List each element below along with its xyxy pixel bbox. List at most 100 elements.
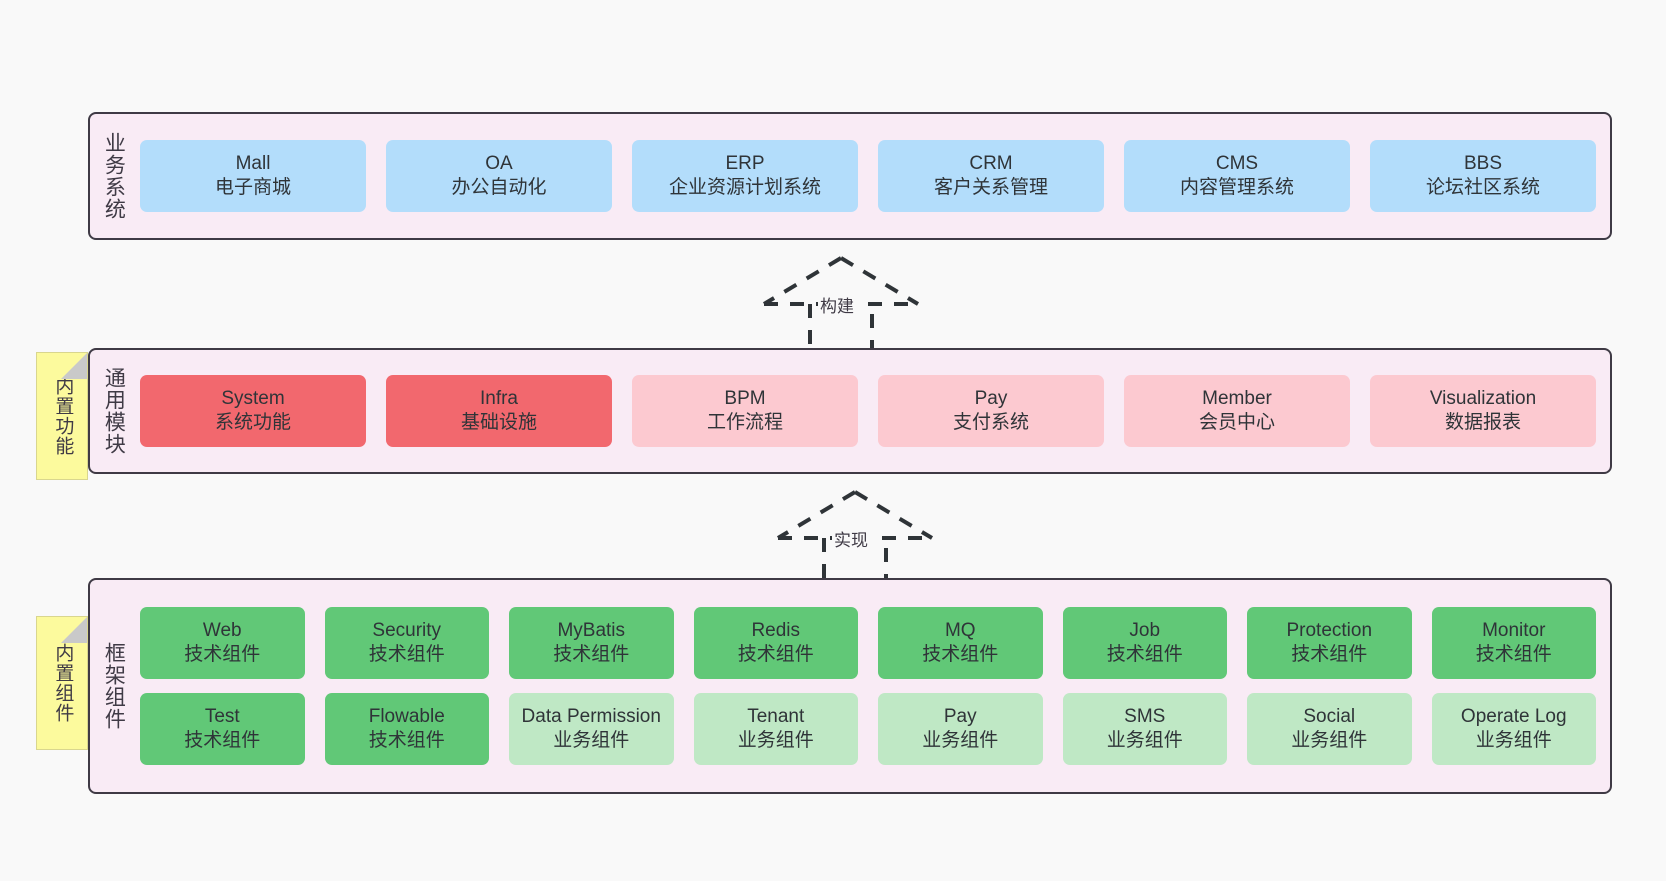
card-title-en: Operate Log bbox=[1460, 705, 1567, 727]
layer-body-business: Mall 电子商城 OA 办公自动化 ERP 企业资源计划系统 CRM 客户关系… bbox=[136, 114, 1610, 238]
card-title-cn: 会员中心 bbox=[1198, 412, 1275, 433]
card-monitor[interactable]: Monitor 技术组件 bbox=[1431, 607, 1596, 679]
card-flowable[interactable]: Flowable 技术组件 bbox=[324, 693, 489, 765]
card-crm[interactable]: CRM 客户关系管理 bbox=[878, 140, 1104, 212]
card-title-cn: 电子商城 bbox=[214, 177, 291, 198]
note-builtin-component-label: 内置组件 bbox=[52, 643, 74, 723]
card-title-en: Job bbox=[1129, 619, 1161, 641]
card-title-en: Mall bbox=[235, 152, 271, 174]
connector-build-label: 构建 bbox=[818, 292, 856, 317]
card-title-cn: 数据报表 bbox=[1444, 412, 1521, 433]
card-title-en: CMS bbox=[1215, 152, 1259, 174]
card-system[interactable]: System 系统功能 bbox=[140, 375, 366, 447]
card-title-cn: 业务组件 bbox=[553, 730, 630, 751]
card-title-en: Web bbox=[202, 619, 242, 641]
card-title-cn: 论坛社区系统 bbox=[1425, 177, 1540, 198]
card-cms[interactable]: CMS 内容管理系统 bbox=[1124, 140, 1350, 212]
connector-implement-label: 实现 bbox=[832, 526, 870, 551]
card-infra[interactable]: Infra 基础设施 bbox=[386, 375, 612, 447]
business-card-row: Mall 电子商城 OA 办公自动化 ERP 企业资源计划系统 CRM 客户关系… bbox=[140, 140, 1596, 212]
card-title-cn: 办公自动化 bbox=[451, 177, 547, 198]
card-title-en: Monitor bbox=[1482, 619, 1546, 641]
card-test[interactable]: Test 技术组件 bbox=[140, 693, 305, 765]
card-erp[interactable]: ERP 企业资源计划系统 bbox=[632, 140, 858, 212]
card-title-cn: 技术组件 bbox=[1106, 644, 1183, 665]
card-operate-log[interactable]: Operate Log 业务组件 bbox=[1431, 693, 1596, 765]
layer-title-business: 业务系统 bbox=[102, 132, 126, 220]
card-pay-business[interactable]: Pay 业务组件 bbox=[878, 693, 1043, 765]
card-redis[interactable]: Redis 技术组件 bbox=[693, 607, 858, 679]
card-web[interactable]: Web 技术组件 bbox=[140, 607, 305, 679]
card-title-cn: 支付系统 bbox=[952, 412, 1029, 433]
layer-common-modules: 通用模块 System 系统功能 Infra 基础设施 BPM 工作流程 Pay… bbox=[88, 348, 1612, 474]
card-title-en: Test bbox=[204, 705, 240, 727]
card-protection[interactable]: Protection 技术组件 bbox=[1247, 607, 1412, 679]
card-title-en: Visualization bbox=[1429, 387, 1537, 409]
card-title-en: Infra bbox=[479, 387, 519, 409]
connector-build-arrow: 构建 bbox=[756, 256, 926, 352]
card-title-en: Tenant bbox=[747, 705, 805, 727]
card-title-cn: 技术组件 bbox=[368, 644, 445, 665]
card-title-cn: 技术组件 bbox=[1475, 644, 1552, 665]
card-title-cn: 业务组件 bbox=[737, 730, 814, 751]
card-data-permission[interactable]: Data Permission 业务组件 bbox=[509, 693, 674, 765]
note-builtin-component: 内置组件 bbox=[36, 616, 88, 750]
card-security[interactable]: Security 技术组件 bbox=[324, 607, 489, 679]
card-title-cn: 技术组件 bbox=[184, 644, 261, 665]
card-sms[interactable]: SMS 业务组件 bbox=[1062, 693, 1227, 765]
card-title-cn: 基础设施 bbox=[460, 412, 537, 433]
card-title-cn: 业务组件 bbox=[1291, 730, 1368, 751]
layer-business-systems: 业务系统 Mall 电子商城 OA 办公自动化 ERP 企业资源计划系统 CRM… bbox=[88, 112, 1612, 240]
card-title-cn: 企业资源计划系统 bbox=[668, 177, 821, 198]
card-title-en: BPM bbox=[724, 387, 766, 409]
card-title-en: MyBatis bbox=[557, 619, 626, 641]
framework-card-row-1: Web 技术组件 Security 技术组件 MyBatis 技术组件 Redi… bbox=[140, 607, 1596, 679]
card-tenant[interactable]: Tenant 业务组件 bbox=[693, 693, 858, 765]
card-title-cn: 系统功能 bbox=[214, 412, 291, 433]
card-title-cn: 技术组件 bbox=[368, 730, 445, 751]
card-title-cn: 技术组件 bbox=[1291, 644, 1368, 665]
card-title-en: BBS bbox=[1463, 152, 1503, 174]
common-card-row: System 系统功能 Infra 基础设施 BPM 工作流程 Pay 支付系统… bbox=[140, 375, 1596, 447]
card-title-en: SMS bbox=[1124, 705, 1166, 727]
layer-body-common: System 系统功能 Infra 基础设施 BPM 工作流程 Pay 支付系统… bbox=[136, 350, 1610, 472]
card-title-en: System bbox=[221, 387, 285, 409]
card-title-cn: 技术组件 bbox=[184, 730, 261, 751]
card-title-en: Pay bbox=[943, 705, 977, 727]
card-title-en: Flowable bbox=[368, 705, 445, 727]
card-title-en: Data Permission bbox=[521, 705, 661, 727]
card-bbs[interactable]: BBS 论坛社区系统 bbox=[1370, 140, 1596, 212]
card-mybatis[interactable]: MyBatis 技术组件 bbox=[509, 607, 674, 679]
layer-framework-components: 框架组件 Web 技术组件 Security 技术组件 MyBatis 技术组件… bbox=[88, 578, 1612, 794]
card-title-cn: 客户关系管理 bbox=[933, 177, 1048, 198]
card-mq[interactable]: MQ 技术组件 bbox=[878, 607, 1043, 679]
connector-implement-arrow: 实现 bbox=[770, 490, 940, 586]
layer-title-common: 通用模块 bbox=[102, 367, 126, 455]
card-title-en: MQ bbox=[944, 619, 976, 641]
arrow-stem bbox=[808, 304, 874, 352]
card-title-en: ERP bbox=[725, 152, 765, 174]
card-pay[interactable]: Pay 支付系统 bbox=[878, 375, 1104, 447]
card-bpm[interactable]: BPM 工作流程 bbox=[632, 375, 858, 447]
card-title-en: Redis bbox=[751, 619, 801, 641]
layer-title-framework: 框架组件 bbox=[102, 642, 126, 730]
card-member[interactable]: Member 会员中心 bbox=[1124, 375, 1350, 447]
card-title-cn: 业务组件 bbox=[1475, 730, 1552, 751]
card-title-cn: 技术组件 bbox=[737, 644, 814, 665]
card-visualization[interactable]: Visualization 数据报表 bbox=[1370, 375, 1596, 447]
card-title-cn: 业务组件 bbox=[922, 730, 999, 751]
framework-card-row-2: Test 技术组件 Flowable 技术组件 Data Permission … bbox=[140, 693, 1596, 765]
card-title-en: Protection bbox=[1286, 619, 1373, 641]
card-title-en: CRM bbox=[969, 152, 1013, 174]
card-social[interactable]: Social 业务组件 bbox=[1247, 693, 1412, 765]
card-title-cn: 工作流程 bbox=[706, 412, 783, 433]
card-title-en: OA bbox=[485, 152, 513, 174]
card-title-en: Security bbox=[372, 619, 442, 641]
card-mall[interactable]: Mall 电子商城 bbox=[140, 140, 366, 212]
note-builtin-function: 内置功能 bbox=[36, 352, 88, 480]
layer-body-framework: Web 技术组件 Security 技术组件 MyBatis 技术组件 Redi… bbox=[136, 580, 1610, 792]
card-oa[interactable]: OA 办公自动化 bbox=[386, 140, 612, 212]
note-builtin-function-label: 内置功能 bbox=[52, 376, 74, 456]
card-job[interactable]: Job 技术组件 bbox=[1062, 607, 1227, 679]
